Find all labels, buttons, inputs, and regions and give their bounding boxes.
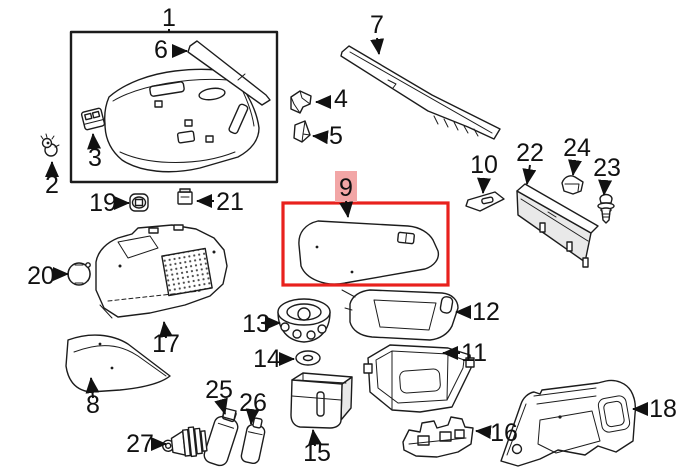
part-13-storage-bowl[interactable] bbox=[277, 298, 331, 343]
callout-22-label[interactable]: 22 bbox=[516, 139, 544, 167]
part-9-trunk-floor-mat[interactable] bbox=[298, 220, 440, 285]
part-14-grommet[interactable] bbox=[295, 350, 321, 366]
callout-5[interactable]: 5 bbox=[312, 122, 343, 150]
callout-7-label[interactable]: 7 bbox=[370, 11, 384, 39]
callout-19-label[interactable]: 19 bbox=[89, 189, 117, 217]
part-11-storage-tub[interactable] bbox=[363, 344, 475, 413]
callout-19[interactable]: 19 bbox=[89, 189, 130, 217]
callout-12[interactable]: 12 bbox=[455, 298, 500, 326]
callout-16[interactable]: 16 bbox=[475, 419, 518, 447]
callout-16-label[interactable]: 16 bbox=[490, 419, 518, 447]
callout-23-arrow bbox=[598, 179, 613, 196]
callout-15-arrow bbox=[307, 429, 322, 447]
callout-22[interactable]: 22 bbox=[516, 139, 544, 185]
part-21-clip[interactable] bbox=[177, 188, 193, 205]
callout-18[interactable]: 18 bbox=[632, 395, 677, 423]
part-16-support-bracket[interactable] bbox=[402, 416, 474, 458]
callout-15-label[interactable]: 15 bbox=[303, 439, 331, 467]
callout-18-label[interactable]: 18 bbox=[649, 395, 677, 423]
callout-3[interactable]: 3 bbox=[87, 133, 102, 172]
callout-1-label[interactable]: 1 bbox=[162, 4, 176, 32]
callout-2[interactable]: 2 bbox=[45, 161, 59, 199]
callout-25-arrow bbox=[214, 397, 228, 415]
callout-26[interactable]: 26 bbox=[239, 389, 267, 425]
part-12-floor-tray[interactable] bbox=[341, 289, 459, 341]
callout-23[interactable]: 23 bbox=[593, 154, 621, 196]
callout-7-arrow bbox=[370, 37, 385, 55]
callout-11-label[interactable]: 11 bbox=[461, 339, 487, 367]
callout-21-label[interactable]: 21 bbox=[216, 188, 244, 216]
callout-21[interactable]: 21 bbox=[196, 188, 244, 216]
part-23-push-pin-clip[interactable] bbox=[597, 193, 615, 224]
callout-4-label[interactable]: 4 bbox=[334, 85, 348, 113]
callout-24-arrow bbox=[568, 159, 582, 176]
part-5-bracket[interactable] bbox=[293, 120, 311, 143]
callout-2-label[interactable]: 2 bbox=[45, 171, 59, 199]
callout-5-label[interactable]: 5 bbox=[329, 122, 343, 150]
callout-17-arrow bbox=[158, 321, 173, 339]
part-6-trim-strip[interactable] bbox=[187, 40, 271, 106]
callout-8[interactable]: 8 bbox=[85, 377, 100, 419]
part-27-plug-socket[interactable] bbox=[161, 426, 208, 459]
part-7-sill-trim-panel[interactable] bbox=[340, 45, 501, 140]
part-2-fastener-clip[interactable] bbox=[40, 133, 60, 157]
callout-8-arrow bbox=[85, 377, 100, 399]
callout-13[interactable]: 13 bbox=[242, 310, 281, 338]
callout-3-label[interactable]: 3 bbox=[88, 144, 102, 172]
callout-27-label[interactable]: 27 bbox=[126, 430, 154, 458]
part-4-bracket[interactable] bbox=[290, 90, 312, 114]
callout-17-label[interactable]: 17 bbox=[152, 330, 180, 358]
callout-11[interactable]: 11 bbox=[442, 339, 487, 367]
callout-20[interactable]: 20 bbox=[27, 262, 69, 290]
part-19-nut[interactable] bbox=[129, 193, 149, 212]
callout-13-label[interactable]: 13 bbox=[242, 310, 270, 338]
callout-23-label[interactable]: 23 bbox=[593, 154, 621, 182]
part-20-round-hook[interactable] bbox=[67, 262, 91, 286]
part-17-left-side-trim-panel[interactable] bbox=[95, 224, 228, 319]
callout-22-arrow bbox=[522, 164, 537, 185]
callout-20-label[interactable]: 20 bbox=[27, 262, 55, 290]
callout-24-label[interactable]: 24 bbox=[563, 134, 591, 162]
callout-14-label[interactable]: 14 bbox=[253, 345, 281, 373]
callout-25-label[interactable]: 25 bbox=[205, 376, 233, 404]
callout-10-arrow bbox=[477, 177, 491, 194]
callout-9-arrow bbox=[339, 200, 354, 218]
callout-7[interactable]: 7 bbox=[370, 11, 385, 55]
selection-highlight-box bbox=[281, 201, 450, 287]
callout-6[interactable]: 6 bbox=[154, 36, 188, 64]
callout-10-label[interactable]: 10 bbox=[470, 151, 498, 179]
callout-9[interactable]: 9 bbox=[335, 171, 357, 218]
callout-9-label[interactable]: 9 bbox=[339, 174, 353, 202]
callout-24[interactable]: 24 bbox=[563, 134, 591, 176]
part-24-clip-bracket[interactable] bbox=[561, 175, 584, 195]
callout-25[interactable]: 25 bbox=[205, 376, 233, 415]
callout-9-highlight bbox=[335, 171, 357, 202]
part-18-right-side-trim-panel[interactable] bbox=[500, 379, 637, 467]
callout-14[interactable]: 14 bbox=[253, 345, 295, 373]
callout-6-label[interactable]: 6 bbox=[154, 36, 168, 64]
part-26-bottle[interactable] bbox=[240, 417, 267, 465]
callout-10[interactable]: 10 bbox=[470, 151, 498, 194]
callout-4[interactable]: 4 bbox=[315, 85, 348, 113]
callout-27[interactable]: 27 bbox=[126, 430, 167, 458]
callout-26-label[interactable]: 26 bbox=[239, 389, 267, 417]
callout-3-arrow bbox=[87, 133, 102, 150]
callout-16-arrow bbox=[475, 425, 492, 440]
part-3-switch[interactable] bbox=[80, 107, 106, 131]
part-25-bottle[interactable] bbox=[202, 407, 242, 468]
part-22-rear-sill-panel[interactable] bbox=[516, 183, 599, 268]
callout-26-arrow bbox=[245, 408, 260, 425]
part-10-cover-panel[interactable] bbox=[465, 191, 505, 212]
callout-1[interactable]: 1 bbox=[162, 4, 176, 32]
callout-5-arrow bbox=[312, 130, 329, 145]
callout-12-label[interactable]: 12 bbox=[472, 298, 500, 326]
callout-17[interactable]: 17 bbox=[152, 321, 180, 358]
part-1-boundary-box bbox=[69, 30, 279, 184]
callout-15[interactable]: 15 bbox=[303, 429, 331, 467]
part-15-mounting-box[interactable] bbox=[290, 372, 353, 429]
callout-8-label[interactable]: 8 bbox=[86, 391, 100, 419]
